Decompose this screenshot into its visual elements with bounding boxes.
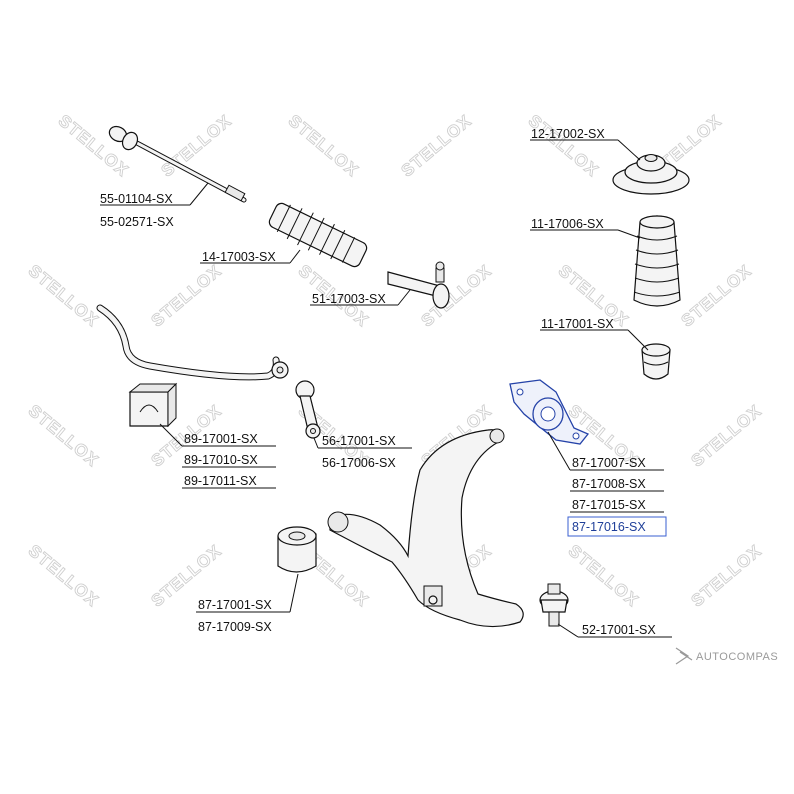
autocompas-text: AUTOCOMPAS [696,651,778,663]
label-14-17003: 14-17003-SX [202,250,276,264]
strut-top-mount-part[interactable] [612,154,690,195]
label-87-17007: 87-17007-SX [572,456,646,470]
bump-stop-part[interactable] [641,343,671,380]
lower-control-arm-part[interactable] [327,428,524,628]
stabilizer-bushing-part[interactable] [128,382,178,428]
watermark-text: STELLOX [565,541,643,610]
rear-bushing-bracket-part[interactable] [509,379,590,445]
watermark-text: STELLOX [158,111,236,180]
watermark-text: STELLOX [285,111,363,180]
watermark-text: STELLOX [418,261,496,330]
label-87-17001: 87-17001-SX [198,598,272,612]
label-89-17001: 89-17001-SX [184,432,258,446]
label-89-17011: 89-17011-SX [184,474,257,488]
label-55-02571: 55-02571-SX [100,215,174,229]
label-52-17001: 52-17001-SX [582,623,656,637]
ball-joint-part[interactable] [539,583,569,627]
label-87-17009: 87-17009-SX [198,620,272,634]
watermark-text: STELLOX [678,261,756,330]
label-87-17008: 87-17008-SX [572,477,646,491]
label-56-17001: 56-17001-SX [322,434,396,448]
shock-boot-part[interactable] [633,215,681,307]
watermark-text: STELLOX [688,401,766,470]
control-arm-bushing-part[interactable] [277,526,317,573]
label-11-17006: 11-17006-SX [531,217,604,231]
label-55-01104: 55-01104-SX [100,192,173,206]
stabilizer-bar-part[interactable] [96,304,289,381]
tie-rod-end-part[interactable] [387,261,450,309]
watermark-text: STELLOX [25,261,103,330]
callout-labels: 55-01104-SX 55-02571-SX 14-17003-SX 51-1… [100,127,667,637]
watermark-text: STELLOX [25,541,103,610]
watermark-text: STELLOX [688,541,766,610]
watermark-text: STELLOX [55,111,133,180]
inner-tie-rod-part[interactable] [107,124,247,203]
watermark-text: STELLOX [398,111,476,180]
label-89-17010: 89-17010-SX [184,453,258,467]
steering-boot-part[interactable] [265,197,371,273]
watermark-text: STELLOX [25,401,103,470]
stabilizer-link-part[interactable] [295,380,321,439]
label-11-17001: 11-17001-SX [541,317,614,331]
watermark-text: STELLOX [525,111,603,180]
label-51-17003: 51-17003-SX [312,292,386,306]
autocompas-logo: AUTOCOMPAS [675,647,778,665]
label-87-17015: 87-17015-SX [572,498,646,512]
watermark-text: STELLOX [148,261,226,330]
leader-lines [100,139,672,638]
highlight-box [567,516,667,537]
label-56-17006: 56-17006-SX [322,456,396,470]
label-12-17002: 12-17002-SX [531,127,605,141]
label-87-17016-highlighted[interactable]: 87-17016-SX [572,520,646,534]
